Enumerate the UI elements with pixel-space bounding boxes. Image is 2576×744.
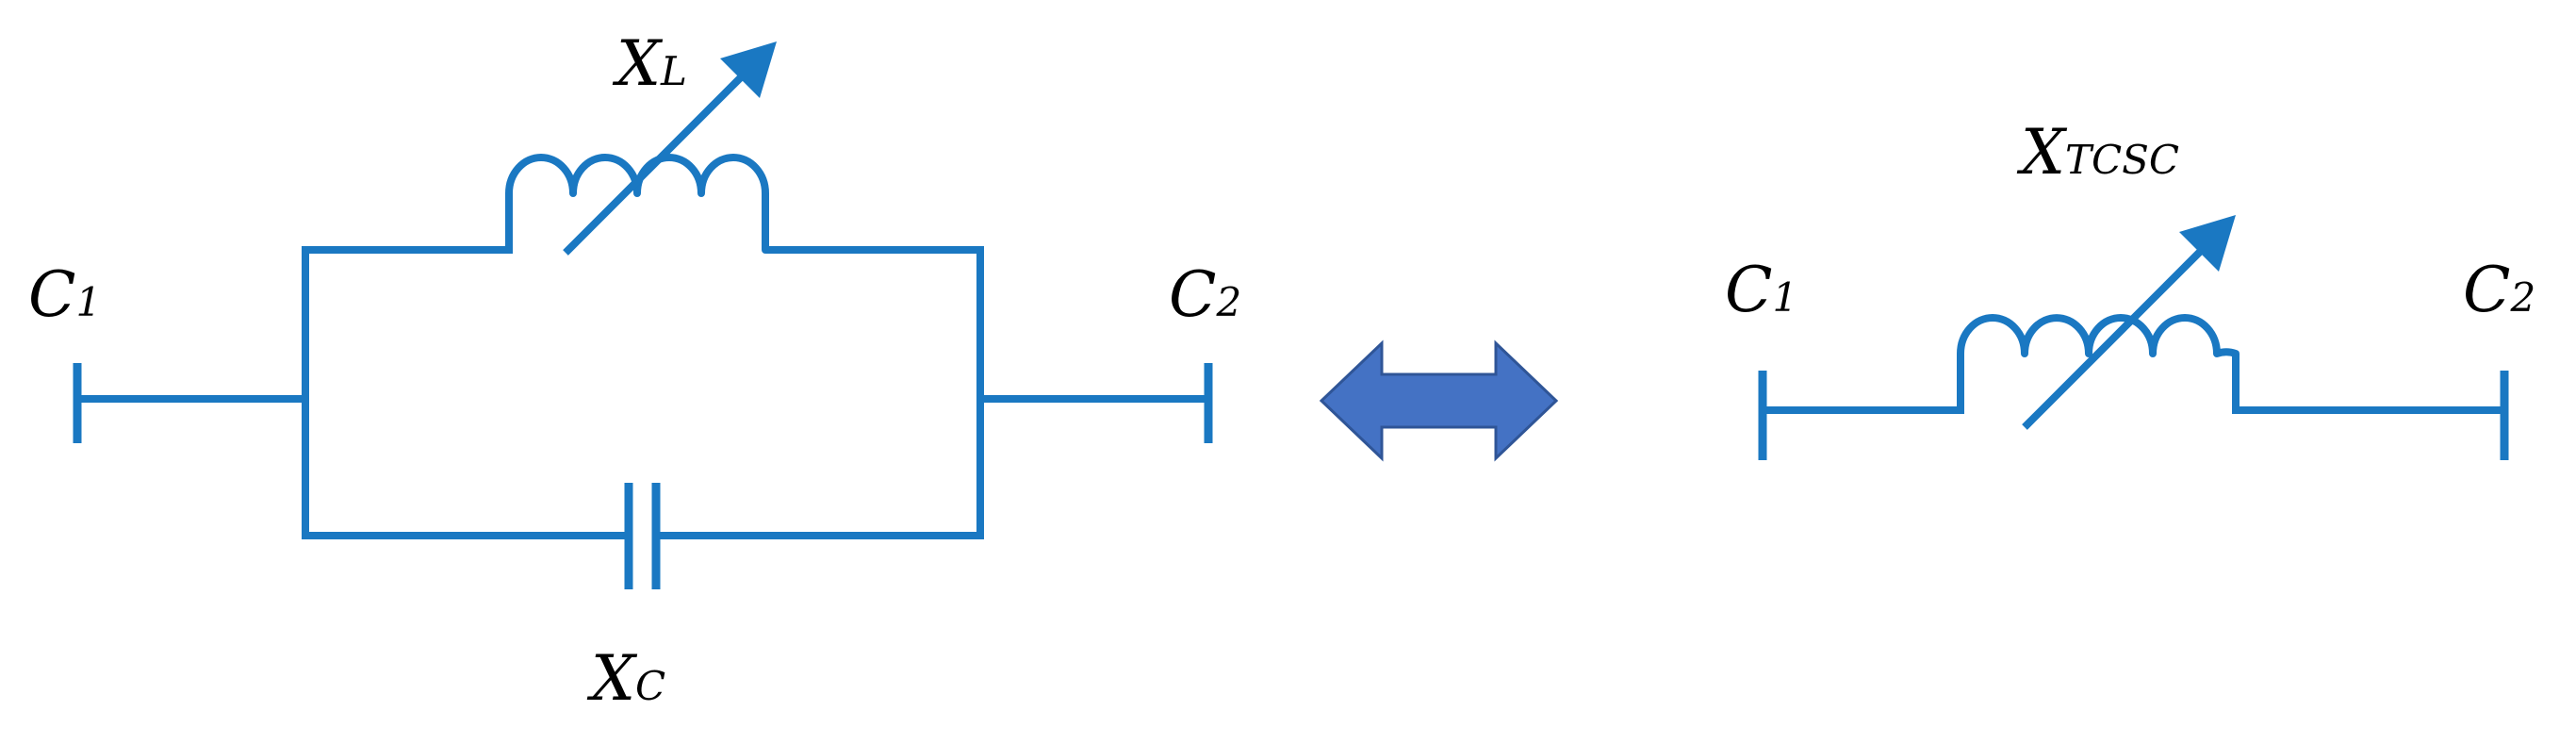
left-c2-label-main: C [1169,258,1217,331]
left-lower-branch-left [302,395,629,539]
left-upper-branch-left [302,246,513,403]
xtcsc-label-main: X [2016,116,2068,189]
inductor-xtcsc-label: XTCSC [2016,116,2179,189]
left-lower-branch-right [656,395,984,539]
inductor-xl-variable-arrow-shaft [563,71,747,256]
left-c1-label-main: C [28,258,76,331]
left-c1-label-sub: 1 [76,279,102,325]
xtcsc-label-sub: TCSC [2065,137,2179,183]
xl-label-sub: L [660,48,687,94]
right-c1-label-main: C [1725,254,1773,326]
double-headed-arrow-icon [1319,339,1559,462]
left-terminal-c2-label: C2 [1169,258,1241,331]
xc-label-sub: C [635,663,665,709]
right-c2-label-main: C [2463,254,2511,326]
inductor-xl [505,154,775,254]
right-circuit: C1 C2 XTCSC [1725,116,2535,460]
xl-label-main: X [612,27,664,100]
inductor-xl-label: XL [612,27,687,100]
capacitor-xc-label: XC [586,642,665,715]
right-c2-label-sub: 2 [2510,274,2536,321]
inductor-xl-variable-arrow-head [720,41,777,98]
right-terminal-c1-label: C1 [1725,254,1797,326]
left-c2-label-sub: 2 [1216,279,1242,325]
left-terminal-c1-label: C1 [28,258,101,331]
right-terminal-c2-label: C2 [2463,254,2535,326]
inductor-xtcsc [1957,314,2240,410]
inductor-xtcsc-variable-arrow-shaft [2022,243,2208,430]
inductor-xtcsc-variable-arrow-head [2179,215,2236,272]
xc-label-main: X [586,642,638,715]
right-c1-label-sub: 1 [1773,274,1798,321]
left-upper-branch-right [771,246,984,403]
left-circuit: C1 C2 XL XC [28,27,1241,715]
